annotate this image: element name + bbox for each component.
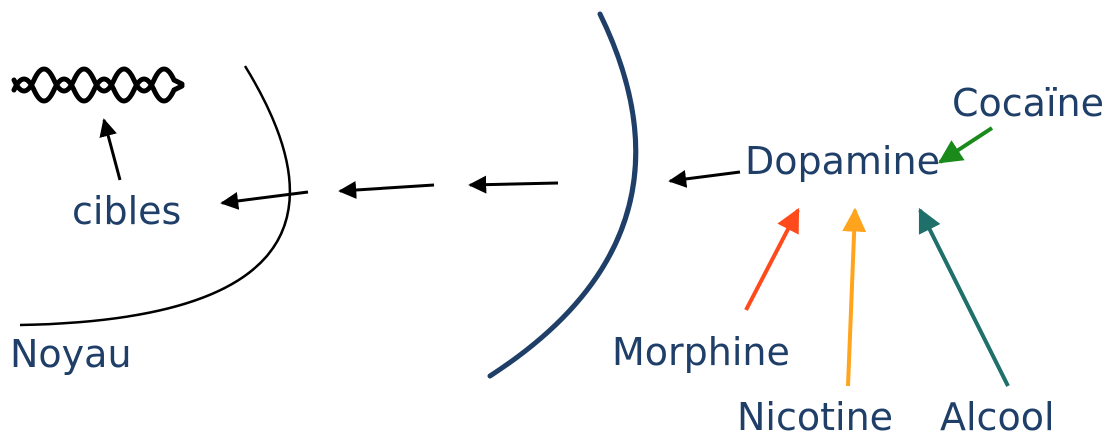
morphine-label: Morphine xyxy=(612,330,790,374)
cell-membrane-arc xyxy=(487,11,639,379)
cocaine-label: Cocaïne xyxy=(952,81,1104,125)
arrow-from-dopamine xyxy=(668,170,741,188)
dopamine-label: Dopamine xyxy=(745,139,940,183)
cibles-label: cibles xyxy=(72,189,182,233)
arrow-to-dna xyxy=(99,118,122,181)
arrow-to-cibles xyxy=(220,190,309,210)
arrow-cytoplasm-2 xyxy=(468,175,559,194)
dna-helix-icon xyxy=(11,66,185,104)
arrow-nicotine xyxy=(842,207,867,387)
arrow-cocaine xyxy=(937,126,994,164)
nicotine-label: Nicotine xyxy=(737,395,894,439)
arrow-alcool xyxy=(918,207,1010,387)
alcool-label: Alcool xyxy=(940,395,1055,439)
arrow-morphine xyxy=(744,207,800,311)
noyau-label: Noyau xyxy=(10,332,132,376)
arrow-cytoplasm-1 xyxy=(338,180,435,199)
nucleus-membrane-arc xyxy=(19,65,292,327)
